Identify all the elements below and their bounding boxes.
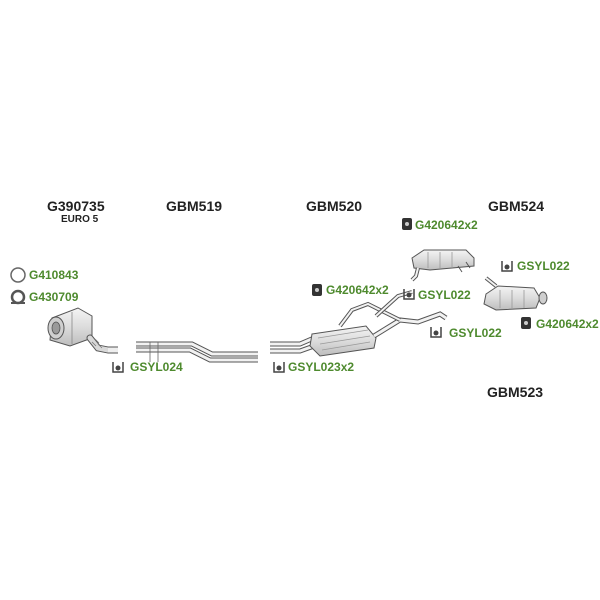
clamp-icon [10, 289, 26, 305]
clamp-4-code-label: GSYL022 [449, 326, 502, 340]
front-pipe-code-label: GBM519 [166, 198, 223, 214]
rubber-mount-icon [402, 218, 412, 230]
clamp-1-code-label: GSYL024 [130, 360, 183, 374]
gasket-ring-icon [10, 267, 26, 283]
center-silencer-code-label: GBM520 [306, 198, 363, 214]
rubber-mount-icon [521, 317, 531, 329]
pipe-clamp-icon [403, 289, 415, 300]
catalyst-note-label: EURO 5 [61, 214, 99, 225]
clamp-2-code-label: GSYL023x2 [288, 360, 355, 374]
rubber-mount-icon [312, 284, 322, 296]
pipe-clamp-icon [112, 362, 124, 373]
catalyst-part[interactable] [47, 307, 118, 354]
pipe-clamp-icon [273, 362, 285, 373]
clamp-5-code-label: GSYL022 [517, 259, 570, 273]
rubber-mount-2-code-label: G420642x2 [415, 218, 478, 232]
pipe-clamp-icon [430, 327, 442, 338]
clamp-3-code-label: GSYL022 [418, 288, 471, 302]
front-pipe-part[interactable] [136, 341, 258, 363]
pipe-clamp-icon [501, 261, 513, 272]
rear-silencer-lower-code-label: GBM523 [487, 384, 544, 400]
gasket-ring-code-label: G410843 [29, 268, 79, 282]
clamp-ring-code-label: G430709 [29, 290, 79, 304]
rear-silencer-lower-part[interactable] [483, 276, 548, 311]
rubber-mount-1-code-label: G420642x2 [326, 283, 389, 297]
rear-silencer-upper-code-label: GBM524 [488, 198, 545, 214]
rear-silencer-upper-part[interactable] [410, 249, 475, 282]
rubber-mount-3-code-label: G420642x2 [536, 317, 599, 331]
catalyst-code-label: G390735 [47, 198, 105, 214]
